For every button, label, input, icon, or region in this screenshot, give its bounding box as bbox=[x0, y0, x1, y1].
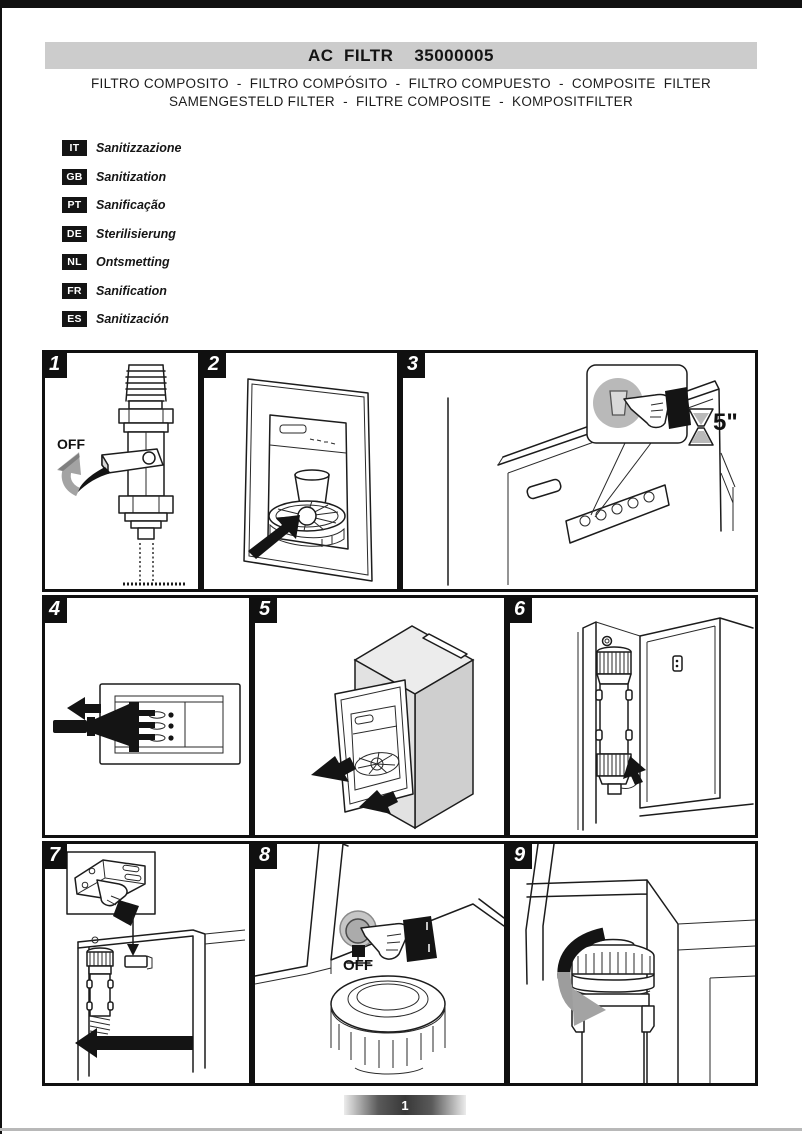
filter-in-cabinet-illustration bbox=[577, 617, 754, 831]
language-list: IT Sanitizzazione GB Sanitization PT San… bbox=[62, 140, 181, 327]
rotate-cap-illustration bbox=[525, 844, 755, 1083]
step-number: 8 bbox=[252, 841, 277, 869]
step-panel-7: 7 bbox=[42, 841, 252, 1086]
step-number: 7 bbox=[42, 841, 67, 869]
step-number: 3 bbox=[400, 350, 425, 378]
language-label: Sanitización bbox=[96, 312, 169, 326]
page-left-border bbox=[0, 0, 2, 1134]
step-panel-9: 9 bbox=[507, 841, 758, 1086]
dispenser-illustration bbox=[243, 378, 373, 582]
step-number: 6 bbox=[507, 595, 532, 623]
step-panel-3: 3 5" bbox=[400, 350, 758, 592]
language-row-nl: NL Ontsmetting bbox=[62, 254, 181, 270]
step-panel-8: 8 OFF bbox=[252, 841, 507, 1086]
language-code-badge: DE bbox=[62, 225, 87, 242]
subtitle-line-2: SAMENGESTELD FILTER - FILTRE COMPOSITE -… bbox=[169, 94, 633, 109]
language-row-de: DE Sterilisierung bbox=[62, 225, 181, 242]
language-label: Sterilisierung bbox=[96, 226, 176, 241]
language-code-badge: IT bbox=[62, 140, 87, 156]
language-row-gb: GB Sanitization bbox=[62, 168, 181, 185]
step-number: 1 bbox=[42, 350, 67, 378]
valve-illustration bbox=[57, 364, 187, 586]
document-subtitle: FILTRO COMPOSITO - FILTRO COMPÓSITO - FI… bbox=[0, 75, 802, 111]
bracket-callout-illustration bbox=[66, 851, 246, 1081]
remove-panel-illustration bbox=[311, 625, 475, 830]
step-panel-2: 2 bbox=[201, 350, 400, 592]
press-off-button-illustration bbox=[255, 844, 504, 1075]
document-title: AC FILTR 35000005 bbox=[308, 45, 494, 65]
language-row-pt: PT Sanificação bbox=[62, 197, 181, 213]
off-label: OFF bbox=[343, 957, 373, 974]
language-label: Sanitization bbox=[96, 169, 167, 184]
page-bottom-border bbox=[0, 1128, 802, 1131]
subtitle-line-1: FILTRO COMPOSITO - FILTRO COMPÓSITO - FI… bbox=[90, 76, 712, 91]
language-code-badge: GB bbox=[62, 168, 87, 185]
page-number-bar: 1 bbox=[344, 1095, 466, 1115]
step-panel-5: 5 bbox=[252, 595, 507, 838]
language-code-badge: PT bbox=[62, 197, 87, 213]
language-row-fr: FR Sanification bbox=[62, 282, 181, 299]
document-title-bar: AC FILTR 35000005 bbox=[45, 42, 757, 69]
fridge-top-illustration bbox=[447, 364, 736, 586]
off-label: OFF bbox=[57, 436, 85, 452]
language-row-it: IT Sanitizzazione bbox=[62, 140, 181, 156]
language-code-badge: NL bbox=[62, 254, 87, 270]
step-number: 9 bbox=[507, 841, 532, 869]
language-row-es: ES Sanitización bbox=[62, 311, 181, 327]
language-label: Sanificação bbox=[96, 198, 166, 212]
language-code-badge: ES bbox=[62, 311, 87, 327]
language-label: Ontsmetting bbox=[96, 255, 170, 269]
duration-label: 5" bbox=[713, 409, 738, 436]
page-number: 1 bbox=[401, 1097, 409, 1113]
language-code-badge: FR bbox=[62, 282, 87, 299]
step-panel-6: 6 bbox=[507, 595, 758, 838]
step-number: 5 bbox=[252, 595, 277, 623]
language-label: Sanitizzazione bbox=[96, 141, 182, 155]
unplug-illustration bbox=[53, 683, 241, 765]
step-panel-4: 4 bbox=[42, 595, 252, 838]
page-top-border bbox=[0, 0, 802, 8]
step-number: 4 bbox=[42, 595, 67, 623]
language-label: Sanification bbox=[96, 283, 167, 298]
step-panel-1: 1 OFF bbox=[42, 350, 201, 592]
step-number: 2 bbox=[201, 350, 226, 378]
